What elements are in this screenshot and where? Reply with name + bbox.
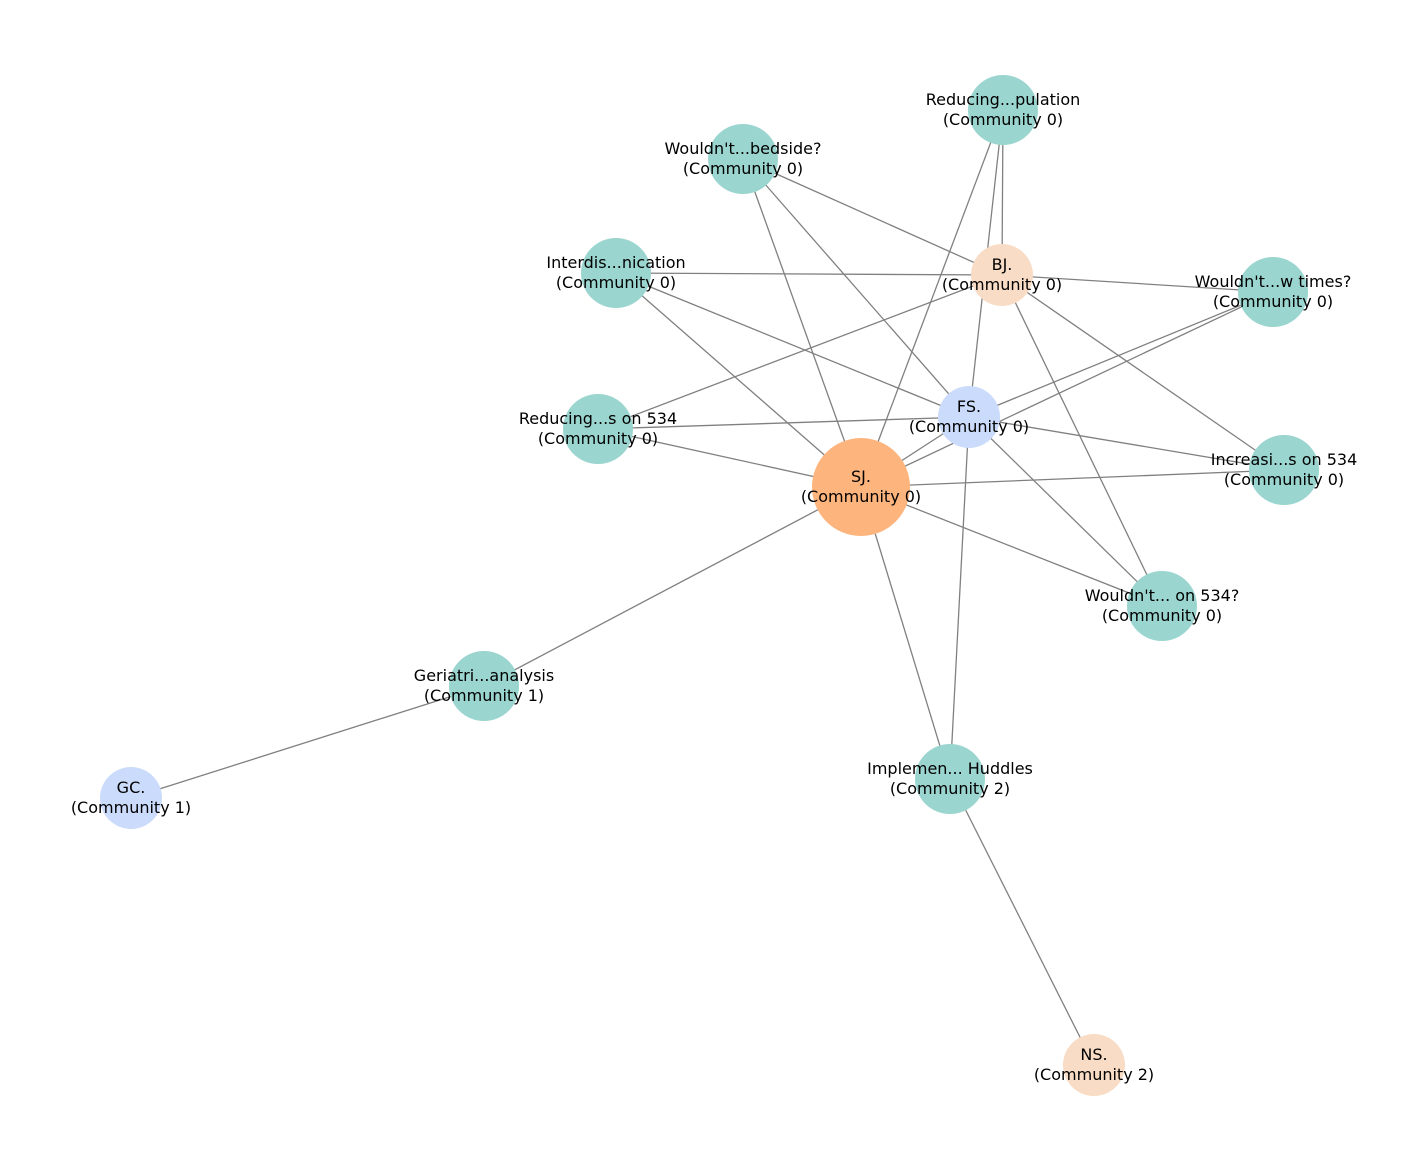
node-circle	[563, 394, 633, 464]
node-label: SJ.	[851, 467, 871, 486]
edge-fs-wouldnt_bedside	[742, 158, 970, 418]
node-circle	[1249, 435, 1319, 505]
node-circle	[812, 438, 910, 536]
node-circle	[449, 651, 519, 721]
node-label: BJ.	[992, 255, 1013, 274]
node-label: Geriatri...analysis	[414, 666, 554, 685]
edge-fs-wouldnt_times	[968, 291, 1274, 418]
edge-bj-wouldnt_times	[1001, 274, 1274, 293]
edge-implemen-ns	[949, 778, 1095, 1066]
edge-sj-interdis	[615, 272, 862, 488]
edge-fs-increasi_534	[968, 416, 1285, 471]
node-circle	[708, 124, 778, 194]
node-geriatri: Geriatri...analysis(Community 1)	[414, 651, 554, 721]
node-bj: BJ.(Community 0)	[942, 244, 1062, 306]
node-circle	[915, 744, 985, 814]
node-circle	[1063, 1034, 1125, 1096]
node-label: Interdis...nication	[546, 253, 685, 272]
node-community-label: (Community 1)	[71, 798, 191, 817]
node-label: Wouldn't...w times?	[1195, 272, 1352, 291]
edge-fs-implemen	[949, 416, 970, 780]
edge-sj-wouldnt_534	[860, 486, 1163, 607]
node-label: GC.	[117, 778, 146, 797]
node-community-label: (Community 0)	[801, 487, 921, 506]
node-ns: NS.(Community 2)	[1034, 1034, 1154, 1096]
edge-bj-reducing_534	[597, 274, 1003, 430]
edge-fs-wouldnt_534	[968, 416, 1163, 607]
node-label: Wouldn't...bedside?	[665, 139, 822, 158]
node-community-label: (Community 1)	[424, 686, 544, 705]
node-wouldnt_534: Wouldn't... on 534?(Community 0)	[1085, 571, 1240, 641]
node-reducing_534: Reducing...s on 534(Community 0)	[519, 394, 677, 464]
edge-sj-implemen	[860, 486, 951, 780]
node-increasi_534: Increasi...s on 534(Community 0)	[1211, 435, 1358, 505]
node-community-label: (Community 0)	[538, 429, 658, 448]
edge-sj-reducing_pulation	[860, 109, 1004, 488]
node-community-label: (Community 0)	[1213, 292, 1333, 311]
edge-bj-increasi_534	[1001, 274, 1285, 471]
edge-bj-wouldnt_bedside	[742, 158, 1003, 276]
node-circle	[100, 767, 162, 829]
edge-fs-reducing_534	[597, 416, 970, 430]
node-community-label: (Community 0)	[943, 110, 1063, 129]
edge-sj-geriatri	[483, 486, 862, 687]
node-gc: GC.(Community 1)	[71, 767, 191, 829]
node-label: Reducing...s on 534	[519, 409, 677, 428]
edge-sj-wouldnt_times	[860, 291, 1274, 488]
node-circle	[1238, 257, 1308, 327]
node-sj: SJ.(Community 0)	[801, 438, 921, 536]
node-community-label: (Community 0)	[909, 417, 1029, 436]
node-label: Wouldn't... on 534?	[1085, 586, 1240, 605]
node-wouldnt_bedside: Wouldn't...bedside?(Community 0)	[665, 124, 822, 194]
node-label: FS.	[957, 397, 981, 416]
node-community-label: (Community 0)	[1224, 470, 1344, 489]
edge-fs-interdis	[615, 272, 970, 418]
node-community-label: (Community 0)	[683, 159, 803, 178]
node-implemen: Implemen... Huddles(Community 2)	[867, 744, 1033, 814]
node-label: NS.	[1080, 1045, 1107, 1064]
node-label: Increasi...s on 534	[1211, 450, 1358, 469]
edge-geriatri-gc	[130, 685, 485, 799]
node-label: Implemen... Huddles	[867, 759, 1033, 778]
node-reducing_pulation: Reducing...pulation(Community 0)	[926, 75, 1081, 145]
node-community-label: (Community 2)	[890, 779, 1010, 798]
node-circle	[971, 244, 1033, 306]
node-label: Reducing...pulation	[926, 90, 1081, 109]
node-circle	[1127, 571, 1197, 641]
node-community-label: (Community 0)	[942, 275, 1062, 294]
nodes-layer: Reducing...pulation(Community 0)Wouldn't…	[71, 75, 1357, 1096]
node-community-label: (Community 2)	[1034, 1065, 1154, 1084]
node-circle	[968, 75, 1038, 145]
edge-sj-wouldnt_bedside	[742, 158, 862, 488]
node-interdis: Interdis...nication(Community 0)	[546, 238, 686, 308]
edge-sj-increasi_534	[860, 469, 1285, 488]
edge-bj-interdis	[615, 272, 1003, 276]
node-community-label: (Community 0)	[1102, 606, 1222, 625]
node-community-label: (Community 0)	[556, 273, 676, 292]
node-circle	[938, 386, 1000, 448]
node-fs: FS.(Community 0)	[909, 386, 1029, 448]
node-circle	[581, 238, 651, 308]
edge-bj-wouldnt_534	[1001, 274, 1163, 607]
node-wouldnt_times: Wouldn't...w times?(Community 0)	[1195, 257, 1352, 327]
